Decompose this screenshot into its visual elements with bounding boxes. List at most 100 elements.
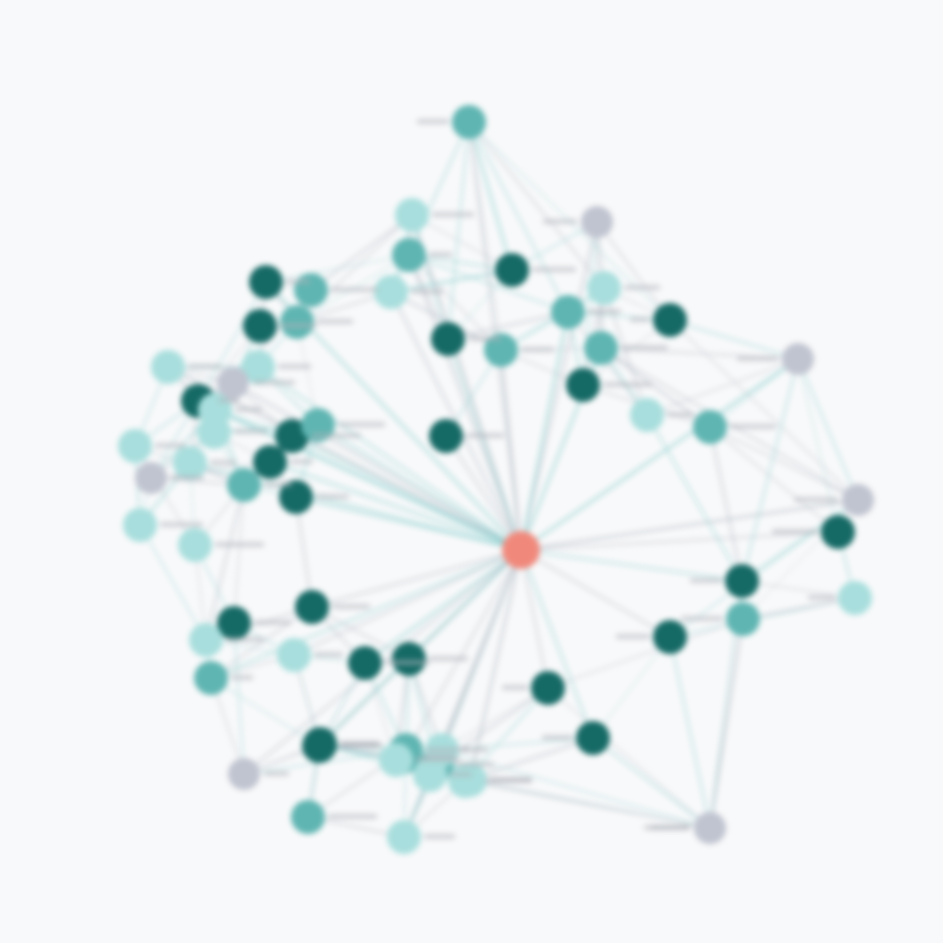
graph-node[interactable] — [413, 758, 447, 792]
graph-node[interactable] — [279, 480, 313, 514]
graph-node[interactable] — [726, 602, 760, 636]
graph-edge — [242, 548, 523, 776]
graph-node[interactable] — [392, 238, 426, 272]
graph-node[interactable] — [452, 105, 486, 139]
node-label-blurred — [532, 267, 576, 272]
graph-node[interactable] — [295, 590, 329, 624]
graph-node[interactable] — [294, 273, 328, 307]
graph-node[interactable] — [178, 528, 212, 562]
hub-node[interactable] — [502, 531, 540, 569]
node-label-blurred — [160, 522, 203, 527]
graph-node[interactable] — [348, 646, 382, 680]
node-label-blurred — [426, 747, 469, 752]
graph-node[interactable] — [303, 727, 337, 761]
graph-edge — [408, 254, 513, 271]
graph-node[interactable] — [566, 368, 600, 402]
graph-node[interactable] — [194, 661, 228, 695]
graph-node[interactable] — [531, 671, 565, 705]
graph-edge — [592, 636, 671, 739]
graph-node[interactable] — [217, 367, 249, 399]
graph-node[interactable] — [253, 445, 287, 479]
node-label-blurred — [385, 660, 430, 665]
graph-node[interactable] — [217, 606, 251, 640]
node-label-blurred — [317, 319, 353, 324]
graph-node[interactable] — [453, 763, 487, 797]
graph-node[interactable] — [173, 446, 207, 480]
graph-node[interactable] — [395, 198, 429, 232]
graph-node[interactable] — [842, 484, 874, 516]
graph-node[interactable] — [243, 309, 277, 343]
graph-node[interactable] — [249, 265, 283, 299]
graph-edge — [519, 548, 550, 690]
graph-node[interactable] — [392, 642, 426, 676]
graph-node[interactable] — [495, 253, 529, 287]
node-label-blurred — [316, 494, 349, 499]
graph-node[interactable] — [694, 812, 726, 844]
graph-node[interactable] — [275, 419, 309, 453]
graph-node[interactable] — [227, 468, 261, 502]
graph-node[interactable] — [118, 429, 152, 463]
graph-edge — [310, 214, 413, 291]
graph-node[interactable] — [379, 743, 413, 777]
graph-node[interactable] — [277, 638, 311, 672]
node-label-blurred — [429, 656, 468, 661]
node-label-blurred — [542, 735, 573, 740]
graph-node[interactable] — [587, 271, 621, 305]
graph-node[interactable] — [584, 331, 618, 365]
graph-edge — [316, 423, 523, 552]
graph-edge — [519, 220, 599, 552]
node-label-blurred — [338, 422, 385, 427]
graph-node[interactable] — [725, 564, 759, 598]
node-label-blurred — [681, 616, 723, 621]
graph-edge — [139, 524, 207, 641]
graph-node[interactable] — [838, 581, 872, 615]
node-label-blurred — [457, 762, 494, 767]
node-label-blurred — [502, 685, 528, 690]
graph-edge — [519, 548, 744, 583]
graph-edge — [797, 358, 859, 501]
graph-node[interactable] — [551, 295, 585, 329]
graph-edge — [407, 253, 523, 552]
node-label-blurred — [490, 777, 532, 782]
node-label-blurred — [188, 364, 222, 369]
node-label-blurred — [794, 497, 838, 502]
graph-node[interactable] — [429, 419, 463, 453]
graph-edge — [669, 319, 799, 360]
graph-edge — [290, 434, 523, 552]
graph-edge — [519, 310, 570, 552]
graph-node[interactable] — [821, 515, 855, 549]
graph-node[interactable] — [431, 322, 465, 356]
graph-node[interactable] — [189, 623, 223, 657]
graph-edge — [468, 121, 569, 313]
node-label-blurred — [667, 412, 693, 417]
graph-edge — [197, 281, 267, 402]
node-label-blurred — [616, 634, 650, 639]
graph-node[interactable] — [782, 343, 814, 375]
graph-node[interactable] — [241, 350, 275, 384]
node-label-blurred — [737, 356, 778, 361]
node-label-blurred — [690, 578, 722, 583]
graph-node[interactable] — [653, 620, 687, 654]
graph-node[interactable] — [581, 206, 613, 238]
graph-node[interactable] — [374, 275, 408, 309]
node-label-blurred — [210, 460, 236, 465]
graph-edge — [296, 321, 319, 426]
graph-node[interactable] — [291, 800, 325, 834]
graph-edge — [444, 434, 523, 552]
graph-node[interactable] — [484, 333, 518, 367]
graph-edge — [547, 687, 711, 829]
graph-node[interactable] — [693, 410, 727, 444]
graph-node[interactable] — [576, 721, 610, 755]
graph-node[interactable] — [151, 350, 185, 384]
graph-node[interactable] — [630, 398, 664, 432]
graph-node[interactable] — [135, 462, 167, 494]
graph-node[interactable] — [387, 820, 421, 854]
graph-node[interactable] — [280, 305, 314, 339]
graph-edge — [499, 348, 523, 552]
graph-edge — [709, 426, 859, 501]
graph-node[interactable] — [123, 508, 157, 542]
graph-edge — [600, 347, 859, 501]
graph-node[interactable] — [228, 758, 260, 790]
graph-node[interactable] — [653, 303, 687, 337]
